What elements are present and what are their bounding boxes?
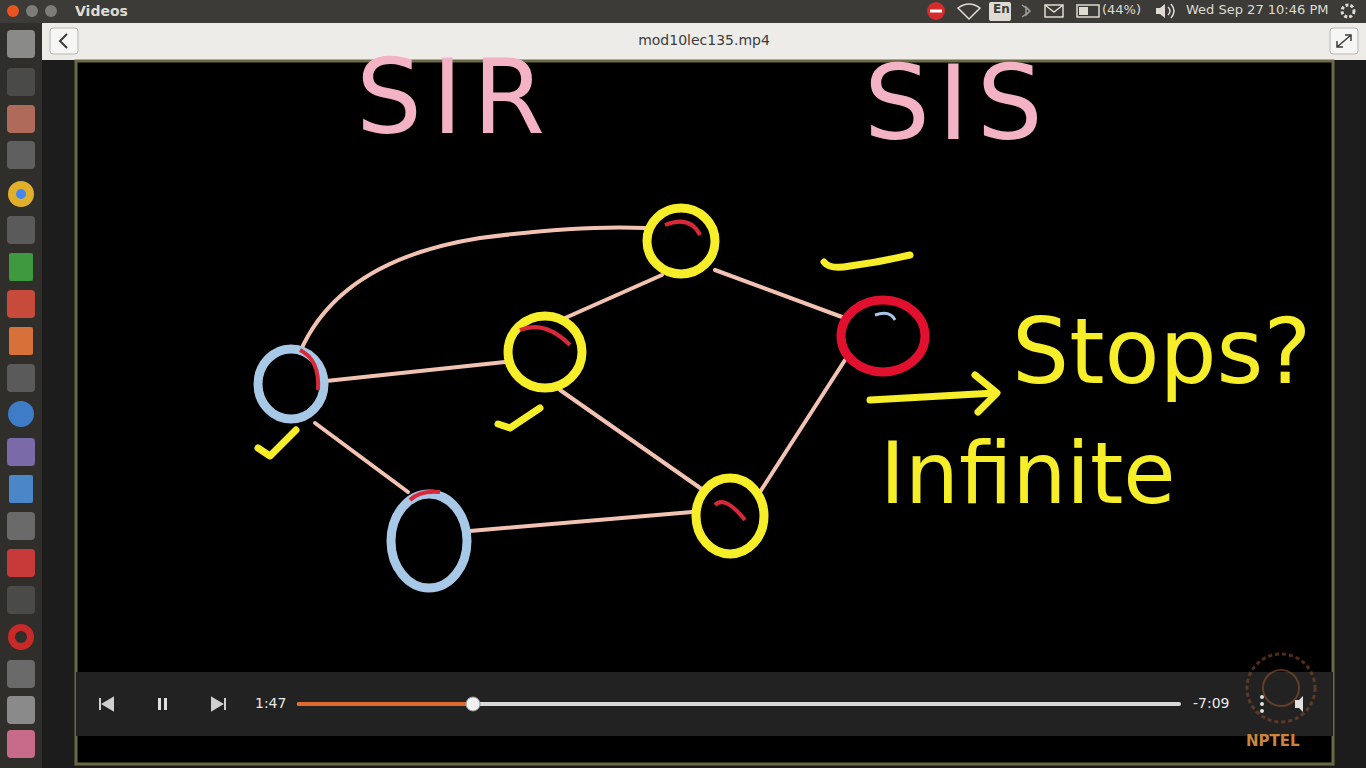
back-button — [50, 28, 78, 54]
battery-percent: (44%) — [1102, 3, 1141, 18]
keyboard-layout: En — [993, 3, 1010, 17]
battery-level — [1079, 7, 1088, 15]
window-body — [42, 60, 1366, 768]
minimize-button — [26, 5, 38, 17]
settings-icon — [1342, 5, 1354, 17]
note-stops: Stops? — [1012, 300, 1311, 404]
maximize-button — [45, 5, 57, 17]
network-edges — [300, 227, 845, 531]
progress-fill — [297, 702, 473, 706]
block-icon — [927, 2, 945, 20]
wifi-icon — [958, 4, 980, 19]
watermark: NPTEL — [1246, 733, 1300, 750]
fullscreen-button — [1330, 28, 1358, 54]
progress-knob — [466, 697, 480, 711]
back-arrow — [60, 34, 67, 48]
file-name: mod10lec135.mp4 — [638, 32, 770, 48]
clock: Wed Sep 27 10:46 PM — [1186, 3, 1328, 18]
note-infinite: Infinite — [880, 425, 1176, 523]
close-button — [7, 5, 19, 17]
mail-icon-flap — [1045, 5, 1063, 12]
progress-track — [297, 702, 1181, 706]
launcher — [0, 23, 42, 768]
window-header — [42, 23, 1366, 60]
window-title: Videos — [75, 3, 128, 19]
bluetooth-icon — [1022, 5, 1030, 17]
next-button — [212, 698, 225, 710]
keyboard-icon — [989, 2, 1011, 21]
arrow — [870, 375, 997, 412]
remaining-time: -7:09 — [1193, 695, 1230, 711]
battery-icon — [1077, 5, 1099, 17]
controls-bar — [76, 672, 1333, 736]
volume-waves — [1168, 4, 1174, 18]
previous-button — [100, 698, 113, 710]
top-bar — [0, 0, 1366, 23]
video-frame — [76, 61, 1333, 764]
block-icon-bar — [930, 10, 942, 13]
volume-icon — [1156, 4, 1165, 18]
nptel-logo — [1247, 654, 1315, 722]
elapsed-time: 1:47 — [255, 695, 286, 711]
menu-dots — [1260, 695, 1264, 713]
fullscreen-arrow — [1337, 35, 1351, 47]
nptel-logo-inner — [1263, 670, 1299, 706]
mail-icon — [1045, 5, 1063, 17]
check-marks — [258, 255, 910, 456]
network-nodes — [258, 208, 925, 588]
pause-right — [164, 698, 167, 710]
launcher-icons — [7, 30, 35, 758]
heading-sir: SIR — [356, 38, 555, 158]
pause-left — [158, 698, 161, 710]
heading-sis: SIS — [864, 44, 1051, 164]
